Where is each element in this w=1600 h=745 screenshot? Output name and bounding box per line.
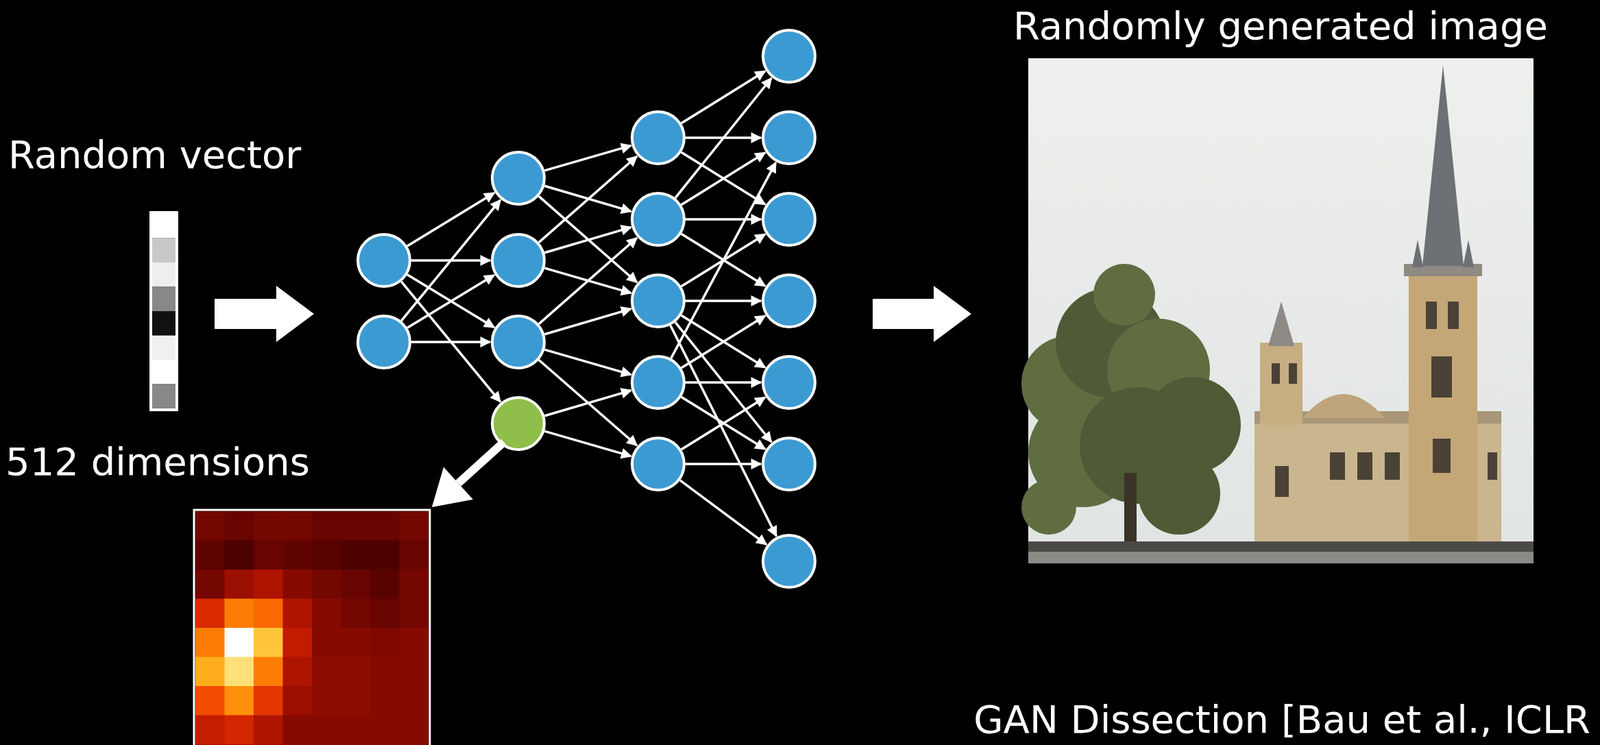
neuron — [762, 535, 816, 588]
text-label: Randomly generated image — [1013, 2, 1548, 49]
network-weight — [544, 349, 631, 375]
network-weight — [685, 217, 761, 221]
network-weight — [681, 316, 766, 369]
network-weight — [685, 462, 761, 466]
pointer-arrow-head — [431, 466, 474, 508]
network-weight — [544, 145, 631, 171]
neuron — [632, 356, 685, 409]
neuron — [762, 111, 816, 164]
pointer-arrow — [458, 442, 504, 484]
network-weight — [681, 397, 766, 450]
network-weight — [681, 315, 766, 368]
network-weight — [685, 299, 761, 303]
neuron — [762, 30, 816, 83]
network-weight — [401, 281, 501, 402]
neuron — [632, 111, 685, 164]
network-weight — [685, 381, 761, 384]
vector-cell — [152, 262, 176, 288]
block-arrow — [214, 285, 314, 343]
block-arrow — [872, 285, 972, 343]
neuron — [762, 193, 816, 246]
neuron — [357, 316, 410, 369]
network-weight — [681, 396, 766, 450]
network-weight — [544, 390, 631, 417]
network-weight — [407, 274, 495, 328]
neuron — [492, 316, 545, 369]
neuron — [357, 234, 410, 287]
neuron — [632, 193, 685, 246]
activation-heatmap — [194, 510, 430, 745]
random-vector — [150, 212, 177, 410]
network-weight — [681, 71, 766, 124]
network-weight — [411, 340, 491, 344]
neuron — [492, 234, 545, 287]
neuron — [632, 274, 685, 327]
neuron — [762, 356, 816, 409]
network-weight — [671, 162, 777, 359]
vector-cell — [152, 238, 176, 264]
network-weight — [544, 227, 631, 253]
text-label: Random vector — [8, 131, 301, 178]
network-weight — [544, 431, 631, 456]
text-label: GAN Dissection [Bau et al., ICLR — [973, 696, 1591, 743]
network-weight — [407, 192, 495, 247]
network-weight — [680, 480, 767, 545]
network-weight — [681, 152, 766, 205]
neuron — [632, 438, 685, 491]
vector-cell — [152, 359, 176, 385]
neuron — [762, 274, 816, 327]
vector-cell — [152, 335, 176, 361]
network-weight — [681, 152, 766, 205]
generated-image — [1021, 58, 1534, 564]
vector-cell — [152, 213, 176, 239]
neuron — [492, 152, 545, 205]
vector-cell — [152, 384, 176, 410]
neuron — [762, 438, 816, 491]
network-weight — [407, 274, 495, 328]
vector-cell — [152, 311, 176, 336]
vector-cell — [152, 287, 176, 312]
text-label: 512 dimensions — [5, 438, 310, 485]
network-weight — [544, 309, 631, 335]
network-weight — [670, 325, 777, 537]
